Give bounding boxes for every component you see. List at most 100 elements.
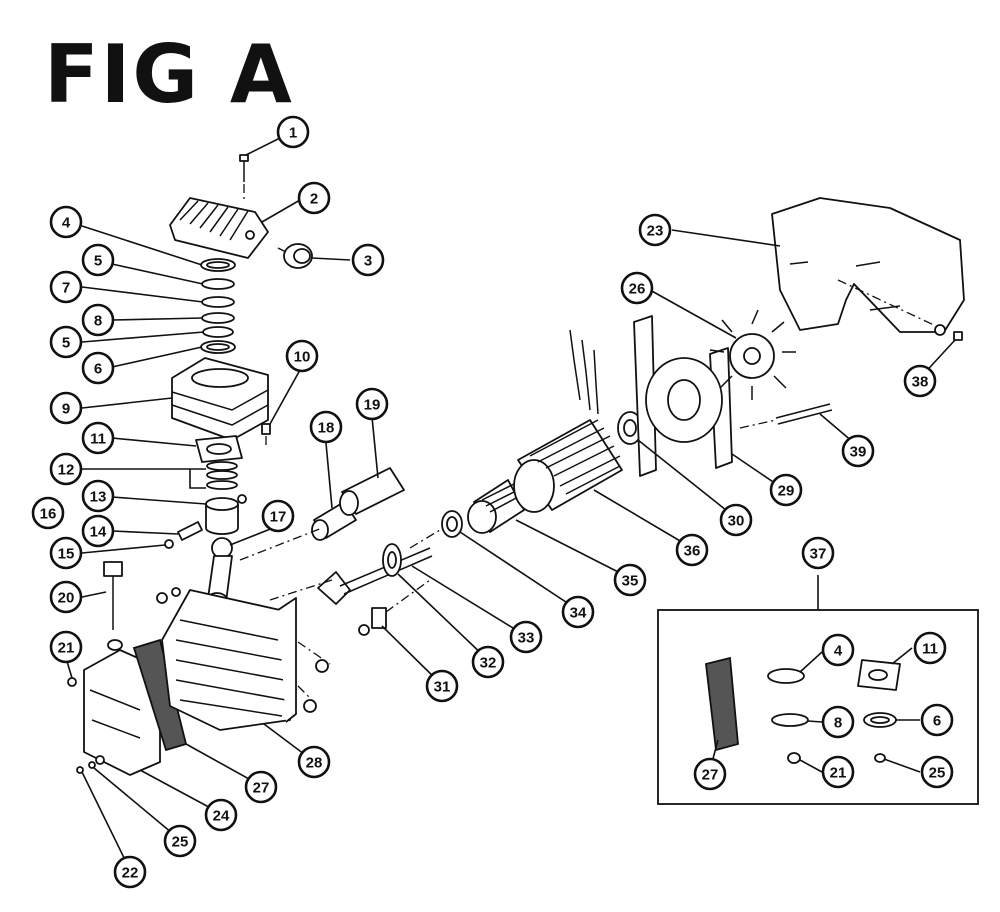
callout-number: 28 bbox=[306, 755, 323, 772]
callout-number: 9 bbox=[62, 401, 70, 418]
callout-number: 32 bbox=[480, 655, 497, 672]
callout-circle bbox=[638, 213, 672, 247]
callout-number: 36 bbox=[684, 543, 701, 560]
callout-k25: 25 bbox=[920, 755, 954, 789]
callout-c2: 2 bbox=[297, 181, 331, 215]
callout-circle bbox=[801, 536, 835, 570]
callout-circle bbox=[425, 669, 459, 703]
callout-c15: 15 bbox=[49, 536, 83, 570]
callout-number: 2 bbox=[310, 191, 318, 208]
callout-c27: 27 bbox=[244, 770, 278, 804]
callout-c7: 7 bbox=[49, 270, 83, 304]
callout-number: 3 bbox=[364, 253, 372, 270]
callout-circle bbox=[49, 580, 83, 614]
callout-number: 33 bbox=[518, 630, 535, 647]
callout-circle bbox=[81, 479, 115, 513]
callout-number: 11 bbox=[922, 641, 938, 658]
callout-c11: 11 bbox=[81, 421, 115, 455]
callout-number: 17 bbox=[270, 509, 287, 526]
callout-circle bbox=[351, 243, 385, 277]
callout-number: 37 bbox=[810, 546, 827, 563]
callout-k11: 11 bbox=[913, 631, 947, 665]
callout-number: 8 bbox=[834, 715, 842, 732]
callout-c25: 25 bbox=[163, 824, 197, 858]
callout-number: 29 bbox=[778, 483, 795, 500]
callout-circle bbox=[920, 755, 954, 789]
callout-number: 5 bbox=[62, 335, 70, 352]
callout-circle bbox=[297, 745, 331, 779]
bearing-part-33 bbox=[382, 543, 402, 577]
cylinder-part-9 bbox=[171, 357, 269, 441]
callout-c39: 39 bbox=[841, 434, 875, 468]
callout-c22: 22 bbox=[113, 855, 147, 889]
piston-rings-part-12 bbox=[206, 461, 238, 490]
callout-number: 10 bbox=[294, 349, 311, 366]
callout-c3: 3 bbox=[351, 243, 385, 277]
callout-number: 34 bbox=[570, 605, 587, 622]
parts-drawing bbox=[67, 154, 979, 805]
callout-number: 8 bbox=[94, 313, 102, 330]
valve-fitting-part-3 bbox=[277, 243, 313, 269]
figure-title: FIG A bbox=[44, 28, 294, 121]
screw-part-1 bbox=[239, 154, 249, 200]
callout-circle bbox=[49, 452, 83, 486]
callout-number: 11 bbox=[90, 431, 106, 448]
screw-part-38 bbox=[934, 324, 963, 341]
callout-circle bbox=[276, 115, 310, 149]
callout-circle bbox=[49, 270, 83, 304]
callout-circle bbox=[81, 303, 115, 337]
callout-c20: 20 bbox=[49, 580, 83, 614]
callout-circle bbox=[163, 824, 197, 858]
callout-circle bbox=[693, 757, 727, 791]
callout-circle bbox=[913, 631, 947, 665]
callout-circle bbox=[920, 703, 954, 737]
callout-circle bbox=[719, 503, 753, 537]
callout-c17: 17 bbox=[261, 499, 295, 533]
callout-circle bbox=[355, 387, 389, 421]
callout-circle bbox=[309, 410, 343, 444]
alignment-lines bbox=[239, 279, 937, 705]
callout-number: 24 bbox=[213, 808, 230, 825]
callout-circle bbox=[204, 798, 238, 832]
bolt-part-39 bbox=[739, 403, 833, 429]
bearing-part-30 bbox=[617, 411, 643, 445]
stator-part-36 bbox=[513, 329, 623, 513]
callout-c29: 29 bbox=[769, 473, 803, 507]
callout-circle bbox=[244, 770, 278, 804]
callout-c32: 32 bbox=[471, 645, 505, 679]
crankcase-part-28 bbox=[161, 589, 297, 731]
crankcase-cover-part-24 bbox=[83, 649, 161, 776]
callout-number: 6 bbox=[94, 361, 102, 378]
callout-number: 39 bbox=[850, 444, 867, 461]
cylinder-head-part-2 bbox=[169, 197, 269, 259]
callout-c26: 26 bbox=[620, 271, 654, 305]
callout-number: 14 bbox=[90, 524, 107, 541]
callout-c36: 36 bbox=[675, 533, 709, 567]
callout-c12: 12 bbox=[49, 452, 83, 486]
callout-circle bbox=[261, 499, 295, 533]
callout-number: 22 bbox=[122, 865, 139, 882]
callout-circle bbox=[821, 705, 855, 739]
callout-circle bbox=[613, 563, 647, 597]
callout-number: 30 bbox=[728, 513, 745, 530]
callout-c5a: 5 bbox=[81, 243, 115, 277]
callout-c1: 1 bbox=[276, 115, 310, 149]
callout-circle bbox=[821, 633, 855, 667]
callout-number: 23 bbox=[647, 223, 664, 240]
callout-number: 16 bbox=[40, 506, 57, 523]
screw-part-10 bbox=[261, 423, 271, 446]
callout-c13: 13 bbox=[81, 479, 115, 513]
callout-circle bbox=[31, 496, 65, 530]
callout-circle bbox=[49, 391, 83, 425]
callout-k4: 4 bbox=[821, 633, 855, 667]
breather-part-20 bbox=[103, 561, 123, 651]
callout-number: 12 bbox=[58, 462, 75, 479]
callout-circle bbox=[285, 339, 319, 373]
callout-circle bbox=[903, 364, 937, 398]
callout-c5b: 5 bbox=[49, 325, 83, 359]
callout-number: 4 bbox=[62, 215, 71, 232]
callout-number: 19 bbox=[364, 397, 381, 414]
callout-circle bbox=[49, 536, 83, 570]
switch-part-31 bbox=[371, 607, 387, 629]
